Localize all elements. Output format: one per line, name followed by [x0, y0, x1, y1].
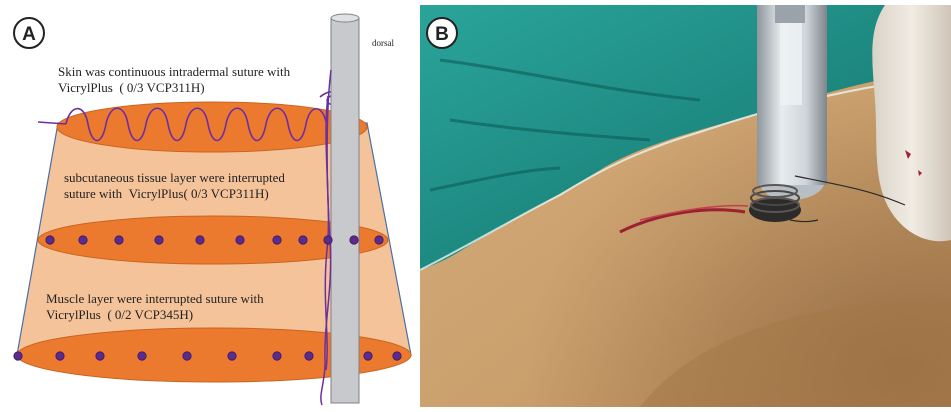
suture-knot: [14, 352, 22, 360]
suture-knot: [273, 352, 281, 360]
suture-knot: [46, 236, 54, 244]
suture-knot: [305, 352, 313, 360]
suture-knot: [236, 236, 244, 244]
panel-a-badge-label: A: [22, 24, 36, 45]
suture-knot: [350, 236, 358, 244]
subcutaneous-label-line1: subcutaneous tissue layer were interrupt…: [64, 170, 285, 185]
panel-b-badge: B: [427, 18, 457, 48]
suture-knot: [299, 236, 307, 244]
skin-label-line1: Skin was continuous intradermal suture w…: [58, 64, 291, 79]
suture-knot: [324, 236, 332, 244]
skin-label-line2: VicrylPlus ( 0/3 VCP311H): [58, 80, 205, 95]
suture-knot: [138, 352, 146, 360]
panel-b: B: [420, 5, 951, 407]
muscle-label-line1: Muscle layer were interrupted suture wit…: [46, 291, 264, 306]
photo-drain-tube: [757, 5, 827, 200]
suture-knot: [183, 352, 191, 360]
suture-knot: [79, 236, 87, 244]
suture-knot: [228, 352, 236, 360]
suture-knot: [273, 236, 281, 244]
drain-label: dorsal: [372, 38, 394, 48]
subcutaneous-label-line2: suture with VicrylPlus( 0/3 VCP311H): [64, 186, 269, 201]
suture-knot: [115, 236, 123, 244]
suture-knot: [375, 236, 383, 244]
panel-a: Skin was continuous intradermal suture w…: [14, 14, 411, 405]
suture-knot: [155, 236, 163, 244]
panel-b-badge-label: B: [435, 24, 449, 45]
muscle-label-line2: VicrylPlus ( 0/2 VCP345H): [46, 307, 193, 322]
suture-knot: [393, 352, 401, 360]
suture-knot: [196, 236, 204, 244]
panel-a-badge: A: [14, 18, 44, 48]
suture-knot: [56, 352, 64, 360]
drain-tube: [331, 14, 359, 403]
suture-knot: [96, 352, 104, 360]
suture-knot: [364, 352, 372, 360]
